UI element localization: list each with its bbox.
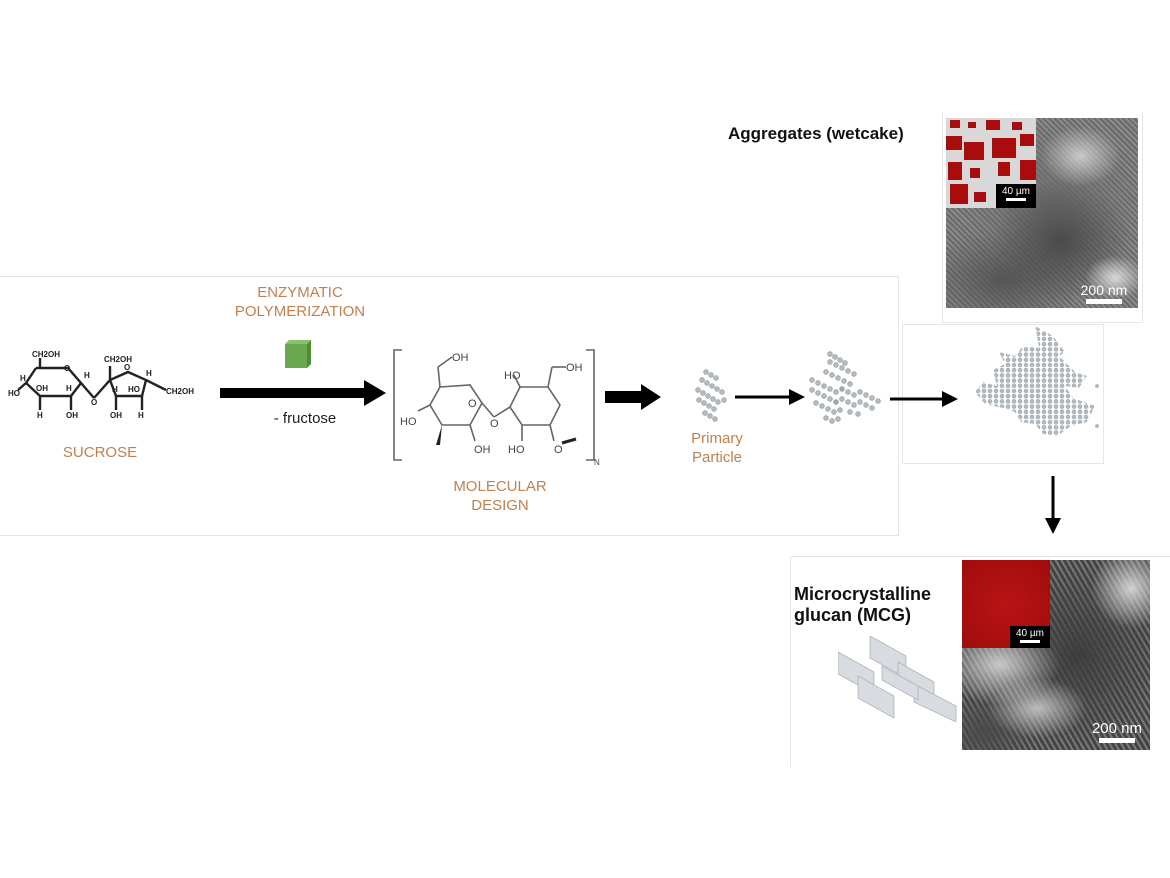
- aggregates-main-scalebar: 200 nm: [1076, 282, 1132, 304]
- group-h-4: H: [37, 411, 43, 420]
- primary-particle-label: Primary Particle: [672, 430, 762, 468]
- reaction-label-line1: ENZYMATIC: [257, 284, 343, 301]
- group-ho-2: HO: [128, 385, 140, 394]
- mcg-inset-scalebar: 40 µm: [1010, 626, 1050, 648]
- aggregates-main-scale-label: 200 nm: [1080, 282, 1128, 298]
- group-ho-a: HO: [400, 416, 417, 428]
- reaction-label-line2: POLYMERIZATION: [234, 302, 366, 320]
- group-ch2oh-1: CH2OH: [32, 350, 60, 359]
- sucrose-label: SUCROSE: [62, 444, 138, 461]
- group-ho-1: HO: [8, 389, 20, 398]
- aggregates-inset-scalebar: 40 µm: [996, 184, 1036, 208]
- mcg-main-scalebar: 200 nm: [1088, 720, 1146, 743]
- green-cube-icon: [285, 340, 311, 368]
- group-ch2oh-3: CH2OH: [166, 387, 194, 396]
- design-to-particle-arrow: [605, 384, 661, 410]
- group-oh-a: OH: [452, 352, 469, 364]
- byproduct-label: - fructose: [273, 410, 337, 427]
- linker-o: O: [91, 398, 97, 407]
- red-aggregate-clusters: [946, 120, 1036, 204]
- group-oh-1: OH: [36, 384, 48, 393]
- molecular-design-line1: MOLECULAR: [453, 478, 547, 495]
- terminal-o: O: [554, 444, 563, 456]
- group-oh-c: OH: [566, 362, 583, 374]
- group-o-1: O: [64, 364, 70, 373]
- repeat-subscript: N: [594, 458, 600, 465]
- cluster-shape: [975, 326, 1095, 436]
- main-reaction-panel: [0, 276, 899, 536]
- mcg-label: Microcrystalline glucan (MCG): [794, 584, 931, 625]
- link-o: O: [490, 418, 499, 430]
- glucan-repeat-unit: OH HO OH HO OH HO O O O N: [393, 349, 600, 465]
- mcg-label-line1: Microcrystalline: [794, 584, 932, 604]
- large-cluster-icon: [975, 326, 1099, 436]
- particle-to-cluster-arrow: [735, 389, 805, 405]
- mcg-confocal-inset: 40 µm: [962, 560, 1050, 648]
- aggregates-confocal-inset: 40 µm: [946, 118, 1036, 208]
- group-o-2: O: [124, 363, 130, 372]
- group-h-1: H: [84, 371, 90, 380]
- reaction-arrow: [220, 380, 386, 406]
- cluster-to-large-cluster-arrow: [890, 391, 958, 407]
- mcg-inset-scale-label: 40 µm: [1016, 628, 1044, 639]
- mcg-tem-image: 40 µm 200 nm: [962, 560, 1150, 750]
- ring-o-a: O: [468, 398, 477, 410]
- small-cluster-icon: [809, 351, 881, 424]
- group-h-3: H: [66, 384, 72, 393]
- group-oh-b: OH: [474, 444, 491, 456]
- group-h-5: H: [146, 369, 152, 378]
- aggregates-tem-image: 40 µm 200 nm: [946, 118, 1138, 308]
- primary-particle-line1: Primary: [691, 430, 743, 447]
- aggregates-inset-scale-label: 40 µm: [1002, 186, 1030, 197]
- group-ch2oh-2: CH2OH: [104, 355, 132, 364]
- crystalline-sheets-icon: [838, 636, 957, 722]
- aggregates-label: Aggregates (wetcake): [724, 122, 908, 146]
- reaction-label: ENZYMATIC POLYMERIZATION: [210, 284, 390, 322]
- group-h-2: H: [20, 374, 26, 383]
- group-ho-c: HO: [508, 444, 525, 456]
- mcg-main-scale-label: 200 nm: [1091, 720, 1143, 737]
- cluster-to-mcg-arrow: [1045, 476, 1061, 534]
- molecular-design-label: MOLECULAR DESIGN: [430, 478, 570, 516]
- sucrose-structure: CH2OH O H H OH H HO H OH O CH2OH O H HO …: [8, 350, 194, 420]
- group-oh-3: OH: [110, 411, 122, 420]
- primary-particle-line2: Particle: [691, 448, 743, 466]
- primary-particle-icon: [695, 369, 727, 422]
- group-h-6: H: [112, 385, 118, 394]
- group-oh-2: OH: [66, 411, 78, 420]
- molecular-design-line2: DESIGN: [471, 496, 529, 514]
- mcg-label-line2: glucan (MCG): [794, 604, 911, 625]
- group-h-7: H: [138, 411, 144, 420]
- group-ho-b: HO: [504, 370, 521, 382]
